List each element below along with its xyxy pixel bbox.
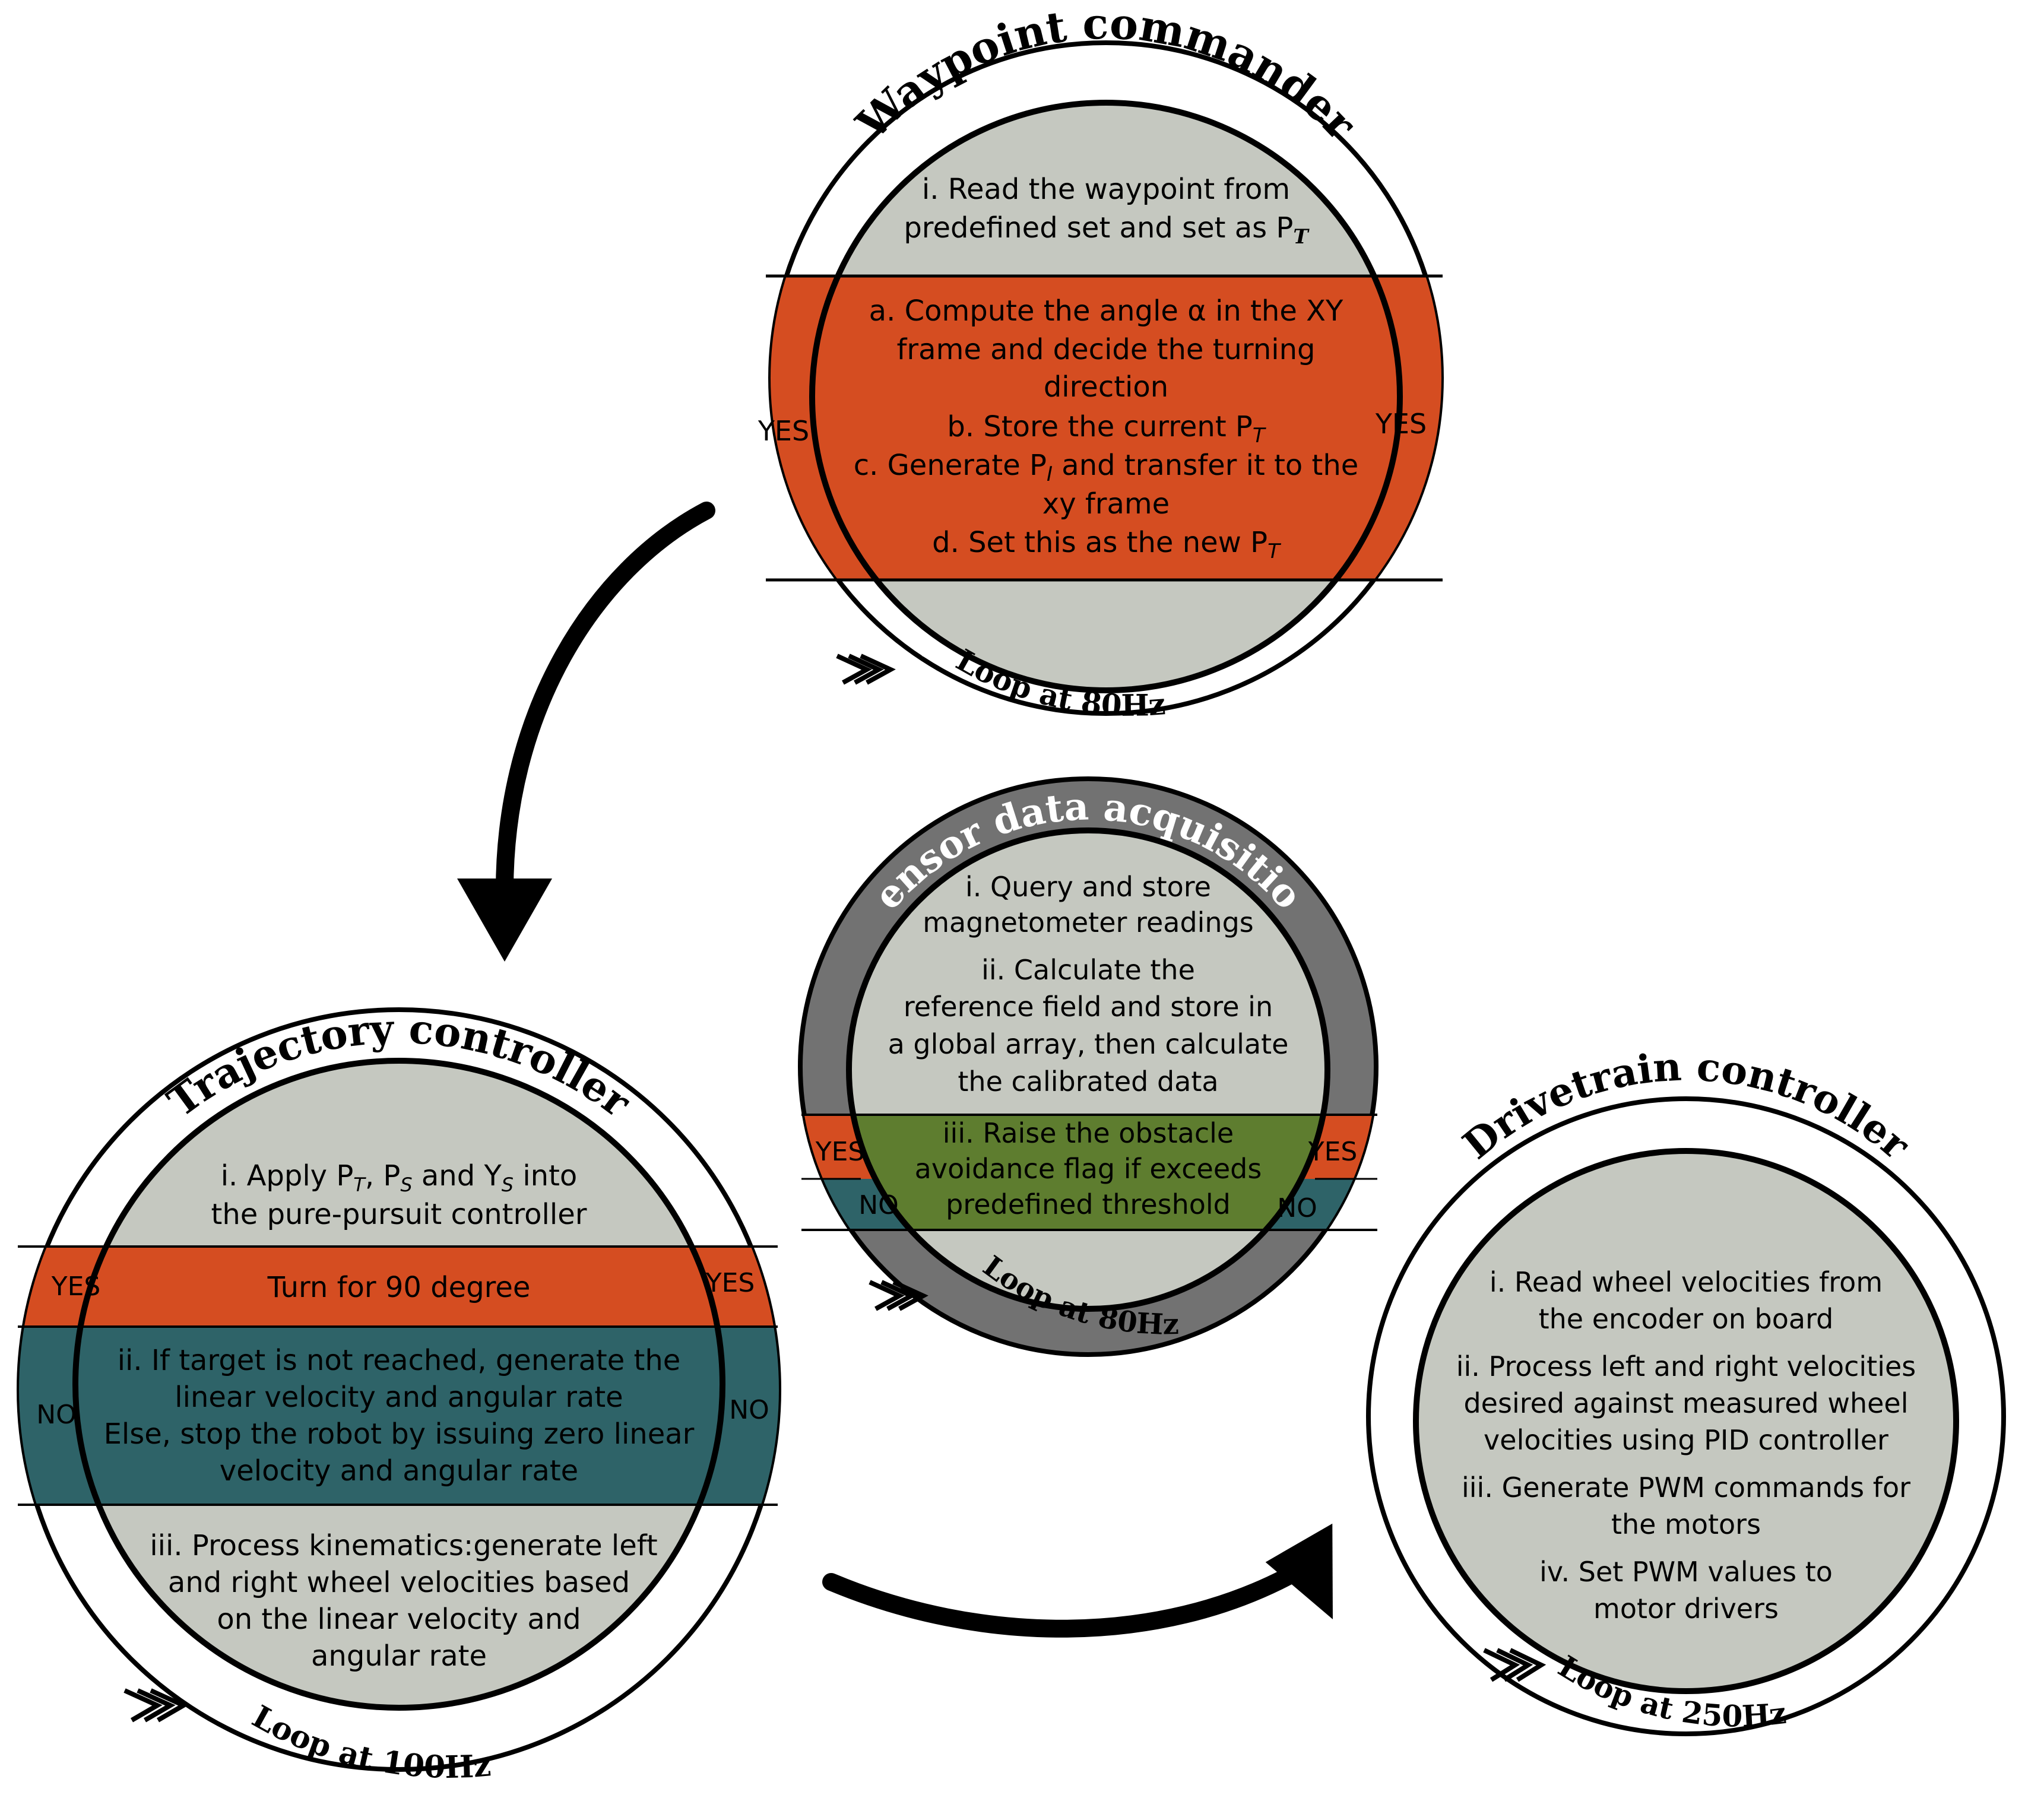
sensor-step-ii-line4: the calibrated data: [958, 1065, 1218, 1098]
waypoint-step-i-line1: i. Read the waypoint from: [922, 173, 1290, 206]
sensor-loop-chevron-icon: [869, 1280, 928, 1311]
trajectory-controller-node: Trajectory controller i. Apply PT, PS an…: [17, 1006, 781, 1786]
trajectory-step-iii-line3: on the linear velocity and: [217, 1603, 581, 1636]
drivetrain-step-i-line2: the encoder on board: [1539, 1303, 1834, 1335]
drivetrain-step-iv-line2: motor drivers: [1593, 1593, 1779, 1625]
sensor-step-ii-line1: ii. Calculate the: [981, 954, 1195, 986]
trajectory-step-ii-line4: velocity and angular rate: [220, 1454, 578, 1488]
drivetrain-step-ii-line2: desired against measured wheel: [1463, 1387, 1908, 1419]
arrow-waypoint-to-trajectory: [457, 502, 715, 962]
trajectory-step-iii-line2: and right wheel velocities based: [168, 1566, 630, 1599]
waypoint-yes-right: YES: [1375, 408, 1427, 440]
sensor-step-iii-line3: predefined threshold: [946, 1188, 1231, 1220]
trajectory-loop-chevron-icon: [123, 1688, 189, 1723]
trajectory-step-iii-line1: iii. Process kinematics:generate left: [150, 1529, 657, 1562]
trajectory-no-left: NO: [36, 1400, 77, 1430]
sensor-no-left: NO: [858, 1190, 899, 1220]
arrowhead-down-icon: [457, 879, 552, 962]
waypoint-step-b: b. Store the current PT: [947, 410, 1266, 448]
waypoint-inner-circle: [809, 100, 1403, 693]
sensor-step-iii-line1: iii. Raise the obstacle: [943, 1117, 1234, 1149]
drivetrain-inner-circle: [1413, 1148, 1959, 1694]
trajectory-step-i-line2: the pure-pursuit controller: [211, 1198, 587, 1231]
sensor-yes-right: YES: [1308, 1137, 1358, 1167]
drivetrain-step-i-line1: i. Read wheel velocities from: [1490, 1266, 1883, 1298]
arrowhead-right-icon: [1265, 1523, 1333, 1619]
sensor-step-ii-line2: reference field and store in: [904, 991, 1273, 1023]
drivetrain-loop-chevron-icon: [1483, 1648, 1547, 1682]
waypoint-step-a-line3: direction: [1044, 370, 1168, 404]
drivetrain-step-iv-line1: iv. Set PWM values to: [1539, 1556, 1833, 1588]
waypoint-step-c-line2: xy frame: [1042, 487, 1170, 521]
trajectory-inner-circle: [72, 1058, 725, 1711]
waypoint-loop-chevron-icon: [836, 654, 896, 685]
trajectory-step-ii-line3: Else, stop the robot by issuing zero lin…: [104, 1417, 695, 1451]
sensor-inner-circle: [846, 827, 1330, 1312]
trajectory-yes-right: YES: [705, 1268, 755, 1298]
drivetrain-controller-node: Drivetrain controller i. Read wheel velo…: [1366, 1044, 2006, 1736]
waypoint-yes-left: YES: [758, 415, 809, 447]
waypoint-step-i-line2: predefined set and set as PT: [904, 211, 1310, 249]
waypoint-commander-node: Waypoint commander i. Read the waypoint …: [758, 0, 1444, 723]
trajectory-turn-label: Turn for 90 degree: [267, 1271, 531, 1304]
trajectory-step-iii-line4: angular rate: [311, 1639, 487, 1673]
sensor-step-i-line2: magnetometer readings: [923, 906, 1254, 938]
sensor-step-i-line1: i. Query and store: [965, 871, 1211, 903]
sensor-no-right: NO: [1277, 1193, 1317, 1223]
trajectory-yes-left: YES: [51, 1271, 101, 1302]
drivetrain-step-ii-line3: velocities using PID controller: [1484, 1424, 1888, 1456]
sensor-yes-left: YES: [815, 1137, 865, 1167]
waypoint-step-a-line1: a. Compute the angle α in the XY: [869, 294, 1343, 328]
waypoint-step-a-line2: frame and decide the turning: [897, 333, 1316, 366]
sensor-step-iii-line2: avoidance flag if exceeds: [915, 1153, 1262, 1185]
arrow-trajectory-to-drivetrain: [822, 1523, 1333, 1638]
trajectory-step-ii-line1: ii. If target is not reached, generate t…: [118, 1344, 681, 1377]
sensor-step-ii-line3: a global array, then calculate: [888, 1028, 1289, 1060]
trajectory-step-ii-line2: linear velocity and angular rate: [175, 1381, 623, 1414]
drivetrain-step-iii-line2: the motors: [1611, 1508, 1761, 1540]
trajectory-step-i-line1: i. Apply PT, PS and ΥS into: [221, 1159, 578, 1196]
drivetrain-step-iii-line1: iii. Generate PWM commands for: [1462, 1471, 1910, 1504]
drivetrain-step-ii-line1: ii. Process left and right velocities: [1456, 1350, 1916, 1382]
waypoint-step-d: d. Set this as the new PT: [932, 526, 1281, 563]
waypoint-step-c-line1: c. Generate PI and transfer it to the: [854, 449, 1359, 486]
trajectory-no-right: NO: [729, 1395, 769, 1425]
